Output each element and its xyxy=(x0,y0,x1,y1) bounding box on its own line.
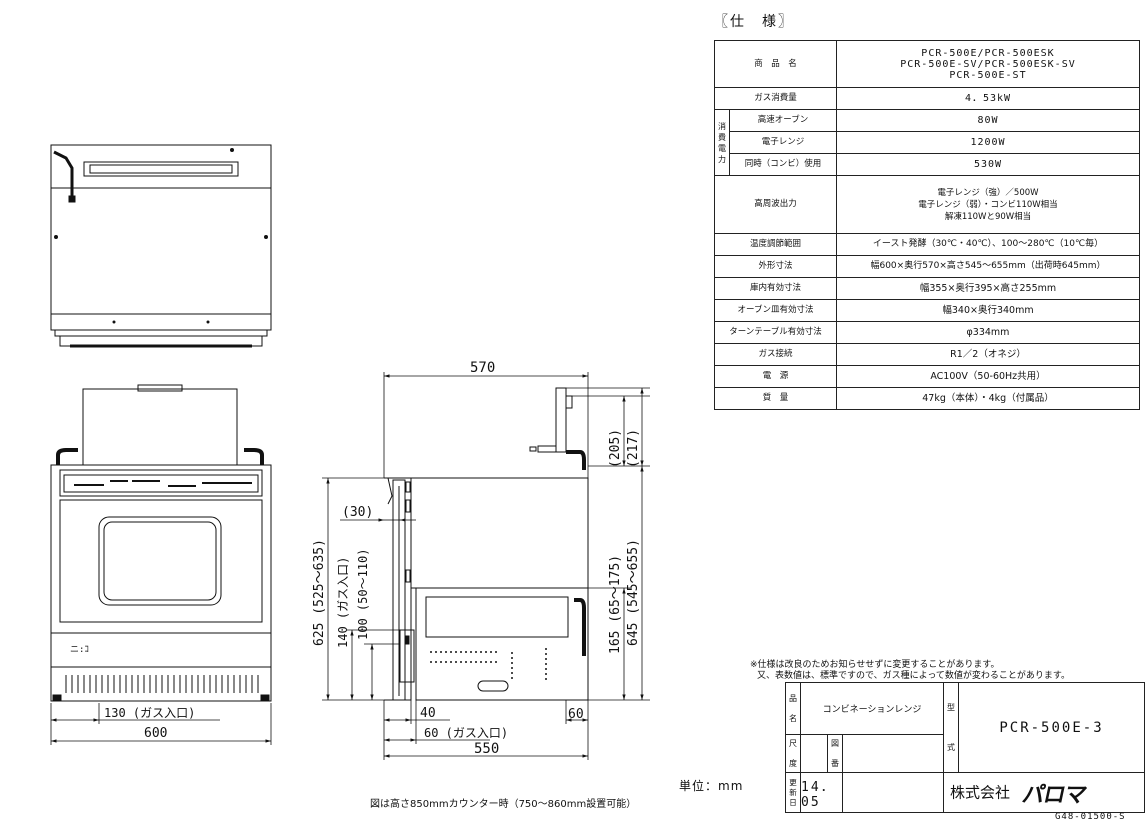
gas-consumption-label: ガス消費量 xyxy=(714,87,837,110)
note-line-1: ※仕様は改良のためお知らせせずに変更することがあります。 xyxy=(750,660,1000,670)
combi-label: 同時（コンビ）使用 xyxy=(729,153,837,176)
power-supply-value: AC100V（50-60Hz共用） xyxy=(836,365,1140,388)
interior-value: 幅355×奥行395×高さ255mm xyxy=(836,277,1140,300)
name-value: コンビネーションレンジ xyxy=(800,682,944,735)
side-dimensions xyxy=(322,372,650,760)
dim-60: 60 xyxy=(568,707,584,722)
gas-conn-value: R1／2（オネジ） xyxy=(836,343,1140,366)
front-view: ニ:ｺ xyxy=(50,384,272,702)
company-cell: 株式会社 パロマ xyxy=(943,772,1145,813)
spec-table: 商 品 名 PCR-500E/PCR-500ESK PCR-500E-SV/PC… xyxy=(714,40,1140,410)
dim-140: 140 (ガス入口) xyxy=(336,557,350,648)
power-supply-label: 電 源 xyxy=(714,365,837,388)
fast-oven-value: 80W xyxy=(836,109,1140,132)
scale-value xyxy=(800,734,828,773)
dim-40: 40 xyxy=(420,706,436,721)
panel-label: ニ:ｺ xyxy=(70,645,89,655)
hf-output-value: 電子レンジ（強）／500W 電子レンジ（弱）・コンビ110W相当 解凍110Wと… xyxy=(836,175,1140,234)
dim-205: (205) xyxy=(608,429,623,468)
company-name: 株式会社 xyxy=(950,783,1011,801)
dim-645: 645 (545～655) xyxy=(626,539,641,646)
temp-range-label: 温度調節範囲 xyxy=(714,233,837,256)
fast-oven-label: 高速オーブン xyxy=(729,109,837,132)
title-block: 品 名 コンビネーションレンジ 型 式 PCR-500E-3 尺 度 図 番 更… xyxy=(785,682,1145,813)
product-names: PCR-500E/PCR-500ESK PCR-500E-SV/PCR-500E… xyxy=(836,40,1140,88)
turntable-label: ターンテーブル有効寸法 xyxy=(714,321,837,344)
gas-conn-label: ガス接続 xyxy=(714,343,837,366)
model-label: 型 式 xyxy=(943,682,959,773)
dim-570: 570 xyxy=(470,360,495,376)
weight-label: 質 量 xyxy=(714,387,837,410)
oven-tray-value: 幅340×奥行340mm xyxy=(836,299,1140,322)
dim-60-gas-inlet: 60 (ガス入口) xyxy=(424,726,508,740)
drawing-number: G48-01500-S xyxy=(1055,812,1126,822)
hf-output-label: 高周波出力 xyxy=(714,175,837,234)
interior-label: 庫内有効寸法 xyxy=(714,277,837,300)
front-dimensions xyxy=(50,703,272,745)
gas-consumption-value: 4．53kW xyxy=(836,87,1140,110)
name-label: 品 名 xyxy=(785,682,801,735)
footnote: 図は高さ850mmカウンター時（750～860mm設置可能） xyxy=(370,799,637,810)
dim-217: (217) xyxy=(626,429,641,468)
dim-100: 100 (50～110) xyxy=(356,549,370,640)
paloma-logo: パロマ xyxy=(1019,782,1088,808)
dimensions-value: 幅600×奥行570×高さ545～655mm（出荷時645mm） xyxy=(836,255,1140,278)
dim-625: 625 (525～635) xyxy=(312,539,327,646)
model-value: PCR-500E-3 xyxy=(958,682,1145,773)
microwave-label: 電子レンジ xyxy=(729,131,837,154)
dim-550: 550 xyxy=(474,741,499,757)
revision-label: 更 新 日 xyxy=(785,772,801,813)
revision-note xyxy=(842,772,944,813)
drawing-label: 図 番 xyxy=(827,734,843,773)
unit-text: 単位：mm xyxy=(679,779,744,793)
top-view xyxy=(50,144,272,348)
temp-range-value: イースト発酵（30℃・40℃）、100～280℃（10℃毎） xyxy=(836,233,1140,256)
dim-130-gas-inlet: 130 (ガス入口) xyxy=(104,706,195,720)
oven-tray-label: オーブン皿有効寸法 xyxy=(714,299,837,322)
scale-label: 尺 度 xyxy=(785,734,801,773)
side-view xyxy=(384,387,589,701)
dim-600: 600 xyxy=(144,726,167,741)
drawing-value xyxy=(842,734,944,773)
note-line-2: 又、表数値は、標準ですので、ガス種によって数値が変わることがあります。 xyxy=(757,671,1071,681)
spec-title: 〖仕 様〗 xyxy=(714,14,794,30)
power-group-label: 消費電力 xyxy=(714,109,730,176)
microwave-value: 1200W xyxy=(836,131,1140,154)
dim-165: 165 (65～175) xyxy=(608,555,623,654)
weight-value: 47kg（本体）・4kg（付属品） xyxy=(836,387,1140,410)
dim-30: (30) xyxy=(342,505,373,520)
dimensions-label: 外形寸法 xyxy=(714,255,837,278)
combi-value: 530W xyxy=(836,153,1140,176)
revision-date: 14．05 xyxy=(800,772,843,813)
turntable-value: φ334mm xyxy=(836,321,1140,344)
product-name-label: 商 品 名 xyxy=(714,40,837,88)
vent-slots xyxy=(65,675,259,693)
